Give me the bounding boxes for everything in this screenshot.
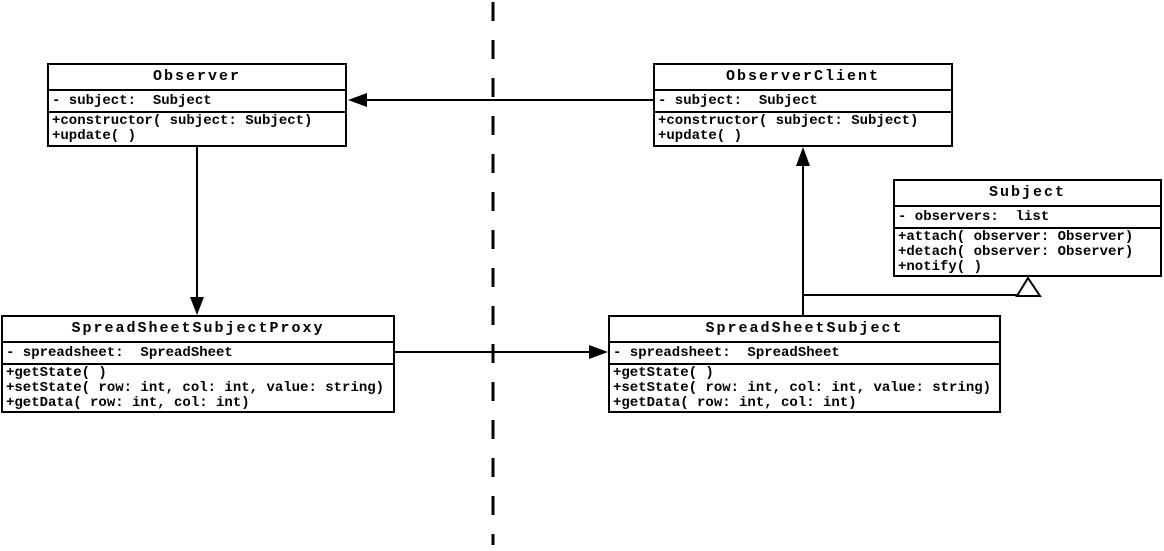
class-title: SpreadSheetSubjectProxy — [3, 317, 393, 343]
arrowhead-icon — [190, 297, 204, 315]
class-method: +setState( row: int, col: int, value: st… — [6, 380, 385, 396]
class-method: +constructor( subject: Subject) — [658, 113, 919, 129]
class-method: +getData( row: int, col: int) — [6, 395, 250, 411]
methods-compartment: +getState( ) +setState( row: int, col: i… — [3, 365, 393, 411]
class-method: +detach( observer: Observer) — [898, 244, 1134, 260]
class-method: +constructor( subject: Subject) — [52, 113, 313, 129]
class-box-observerclient: ObserverClient - subject: Subject +const… — [653, 63, 953, 147]
hollow-triangle-inheritance-icon — [1015, 276, 1042, 297]
attributes-compartment: - subject: Subject — [49, 91, 345, 113]
class-attribute: - spreadsheet: SpreadSheet — [613, 345, 840, 361]
class-method: +update( ) — [658, 128, 743, 144]
arrowhead-icon — [589, 345, 608, 359]
methods-compartment: +constructor( subject: Subject) +update(… — [655, 113, 951, 145]
class-attribute: - subject: Subject — [658, 93, 818, 109]
class-title: SpreadSheetSubject — [610, 317, 999, 343]
arrowhead-icon — [796, 147, 810, 166]
class-method: +setState( row: int, col: int, value: st… — [613, 380, 992, 396]
class-box-spreadsheetsubjectproxy: SpreadSheetSubjectProxy - spreadsheet: S… — [1, 315, 395, 413]
arrowhead-icon — [348, 93, 367, 107]
attributes-compartment: - spreadsheet: SpreadSheet — [610, 343, 999, 365]
methods-compartment: +constructor( subject: Subject) +update(… — [49, 113, 345, 145]
class-title: Subject — [895, 181, 1160, 207]
class-attribute: - observers: list — [898, 209, 1050, 225]
class-box-subject: Subject - observers: list +attach( obser… — [893, 179, 1162, 277]
class-method: +attach( observer: Observer) — [898, 229, 1134, 245]
class-attribute: - spreadsheet: SpreadSheet — [6, 345, 233, 361]
class-box-observer: Observer - subject: Subject +constructor… — [47, 63, 347, 147]
class-method: +getData( row: int, col: int) — [613, 395, 857, 411]
class-box-spreadsheetsubject: SpreadSheetSubject - spreadsheet: Spread… — [608, 315, 1001, 413]
class-method: +getState( ) — [6, 365, 107, 381]
attributes-compartment: - subject: Subject — [655, 91, 951, 113]
attributes-compartment: - spreadsheet: SpreadSheet — [3, 343, 393, 365]
methods-compartment: +attach( observer: Observer) +detach( ob… — [895, 229, 1160, 275]
methods-compartment: +getState( ) +setState( row: int, col: i… — [610, 365, 999, 411]
class-attribute: - subject: Subject — [52, 93, 212, 109]
class-title: ObserverClient — [655, 65, 951, 91]
class-method: +update( ) — [52, 128, 137, 144]
class-method: +getState( ) — [613, 365, 714, 381]
class-title: Observer — [49, 65, 345, 91]
class-method: +notify( ) — [898, 259, 983, 275]
attributes-compartment: - observers: list — [895, 207, 1160, 229]
